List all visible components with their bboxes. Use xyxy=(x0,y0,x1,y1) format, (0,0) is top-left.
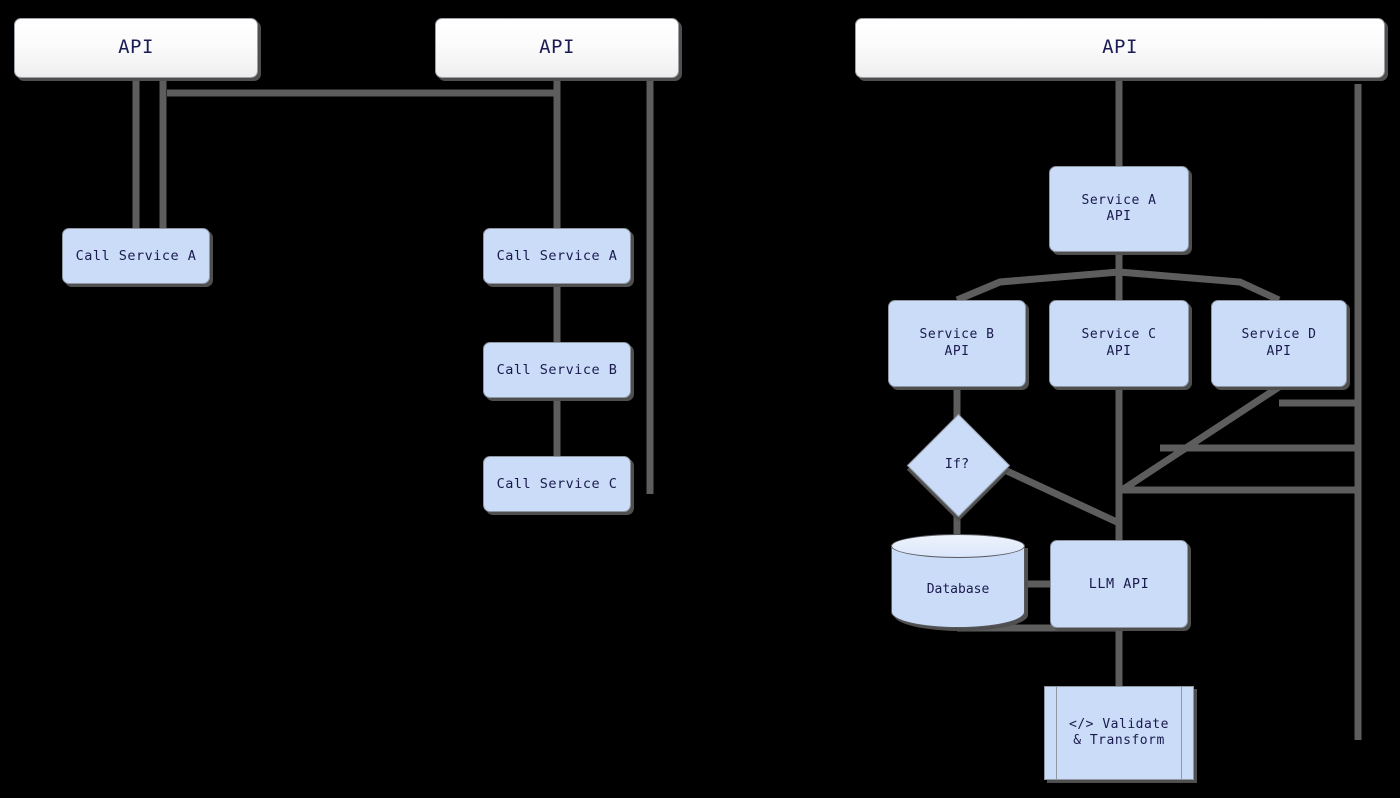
edge-p3-if-branch-right xyxy=(992,461,1121,527)
panel3-api-node[interactable]: API xyxy=(855,18,1385,78)
edge-p3-svc-a-to-svc-b xyxy=(955,252,1123,304)
panel3-validate-transform-node[interactable]: </> Validate & Transform xyxy=(1044,686,1194,780)
panel3-service-b-node[interactable]: Service B API xyxy=(888,300,1026,387)
panel3-database-node[interactable]: Database xyxy=(891,534,1025,628)
panel3-service-d-node[interactable]: Service D API xyxy=(1211,300,1347,387)
panel1-call-service-a-node[interactable]: Call Service A xyxy=(62,228,210,284)
database-cylinder-top xyxy=(891,534,1025,558)
panel3-if-decision-node[interactable]: If? xyxy=(906,413,1010,517)
panel3-llm-api-node[interactable]: LLM API xyxy=(1050,540,1188,628)
panel2-call-service-a-node[interactable]: Call Service A xyxy=(483,228,631,284)
edge-p3-svc-d-to-llm xyxy=(1117,384,1281,495)
edge-p3-svc-a-to-svc-d xyxy=(1115,252,1281,304)
database-cylinder-body xyxy=(891,545,1025,628)
panel3-service-a-node[interactable]: Service A API xyxy=(1049,166,1189,252)
panel2-api-node[interactable]: API xyxy=(435,18,679,78)
panel3-service-c-node[interactable]: Service C API xyxy=(1049,300,1189,387)
panel1-api-node[interactable]: API xyxy=(14,18,258,78)
panel3-database-label: Database xyxy=(926,581,990,597)
panel3-if-label: If? xyxy=(944,456,970,472)
panel2-call-service-b-node[interactable]: Call Service B xyxy=(483,342,631,398)
panel2-call-service-c-node[interactable]: Call Service C xyxy=(483,456,631,512)
